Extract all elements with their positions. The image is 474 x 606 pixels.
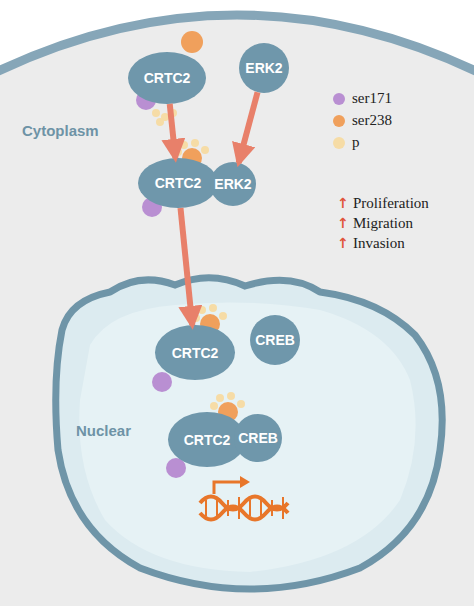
protein-circle: ERK2	[239, 43, 289, 93]
protein-blob: CRTC2	[155, 325, 235, 380]
translocation-arrow	[239, 92, 258, 163]
protein-name: CREB	[255, 332, 295, 348]
nucleus	[56, 278, 442, 589]
protein-circle: ERK2	[210, 162, 256, 206]
legend-text: ser171	[352, 90, 392, 107]
region-label: Invasion	[353, 235, 405, 252]
increase-arrow: ↑	[337, 195, 349, 211]
region-label: Nuclear	[76, 422, 131, 439]
protein-circle: CREB	[234, 414, 282, 462]
protein-circle: CREB	[250, 315, 300, 365]
legend-swatch	[333, 137, 345, 149]
protein-name: CRTC2	[144, 70, 191, 86]
region-label: Migration	[353, 215, 413, 232]
region-label: Proliferation	[353, 195, 429, 212]
protein-name: ERK2	[214, 176, 251, 192]
legend-swatch	[333, 93, 345, 105]
protein-name: CRTC2	[172, 345, 219, 361]
region-label: Cytoplasm	[22, 122, 99, 139]
protein-blob: CRTC2	[128, 52, 206, 104]
translocation-arrow	[181, 208, 193, 325]
legend-text: ser238	[352, 112, 392, 129]
cell-membrane	[0, 15, 474, 606]
increase-arrow: ↑	[337, 235, 349, 251]
protein-name: ERK2	[245, 60, 282, 76]
increase-arrow: ↑	[337, 215, 349, 231]
protein-blob: CRTC2	[138, 158, 218, 208]
translocation-arrow	[170, 104, 176, 158]
dna-helix	[200, 497, 288, 520]
protein-name: CRTC2	[184, 432, 231, 448]
protein-name: CREB	[238, 430, 278, 446]
transcription-arrow	[214, 476, 250, 494]
protein-name: CRTC2	[155, 175, 202, 191]
legend-swatch	[333, 115, 345, 127]
legend-text: p	[352, 134, 360, 151]
